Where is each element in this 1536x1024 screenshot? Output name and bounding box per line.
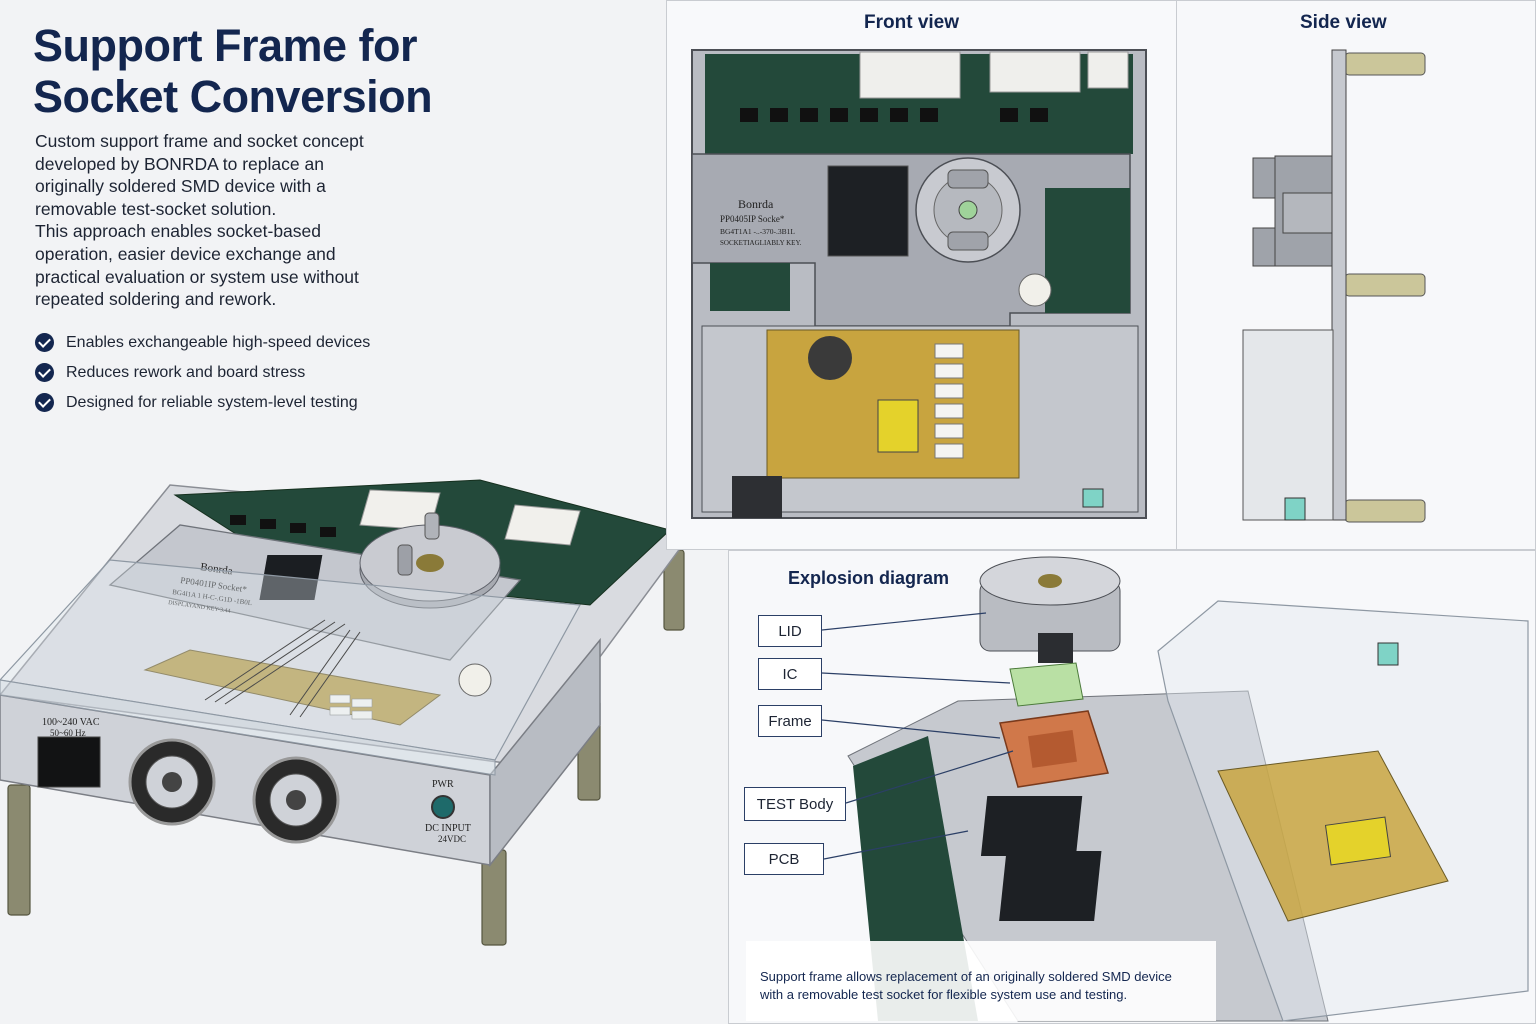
front-inlet xyxy=(732,476,782,518)
title-line-2: Socket Conversion xyxy=(33,71,433,122)
side-post-1 xyxy=(1344,52,1426,76)
front-chip-row xyxy=(740,108,1048,122)
label-frame: Frame xyxy=(758,705,822,737)
intro-line: Custom support frame and socket concept xyxy=(35,131,364,151)
side-view-drawing xyxy=(1242,49,1426,523)
cover-front xyxy=(0,679,496,776)
label-lid: LID xyxy=(758,615,822,647)
power-rating-1: 100~240 VAC xyxy=(42,717,100,728)
intro-line: removable test-socket solution. xyxy=(35,198,277,219)
bullet-item: Designed for reliable system-level testi… xyxy=(35,393,358,412)
front-socket-lid xyxy=(915,157,1021,263)
bullet-text: Designed for reliable system-level testi… xyxy=(66,393,358,411)
explosion-ic xyxy=(1009,662,1084,707)
power-button xyxy=(431,795,455,819)
check-circle-icon xyxy=(35,363,54,382)
explosion-lid xyxy=(979,556,1121,663)
label-ic: IC xyxy=(758,658,822,690)
bullet-item: Reduces rework and board stress xyxy=(35,363,305,382)
front-capacitor xyxy=(1018,273,1052,307)
front-view-title: Front view xyxy=(864,12,960,33)
connector-blocks xyxy=(359,489,581,546)
front-ic-pocket xyxy=(827,165,909,257)
front-plate-text-4: SOCKETIAGLIABLY KEY. xyxy=(720,239,802,247)
title-line-1: Support Frame for xyxy=(33,20,418,71)
front-plate-text-3: BG4T1A1 -..-370-.3B1L xyxy=(720,227,795,236)
side-post-3 xyxy=(1344,499,1426,523)
intro-line: practical evaluation or system use witho… xyxy=(35,266,359,287)
side-view-title: Side view xyxy=(1300,12,1387,33)
caption-line: Support frame allows replacement of an o… xyxy=(760,969,1172,984)
front-transformer xyxy=(877,399,919,453)
page-title: Support Frame for Socket Conversion xyxy=(33,20,433,122)
bullet-item: Enables exchangeable high-speed devices xyxy=(35,333,370,352)
side-indicator xyxy=(1284,497,1306,521)
check-circle-icon xyxy=(35,333,54,352)
power-rating-2: 50~60 Hz xyxy=(50,728,86,738)
fan-right xyxy=(252,756,340,844)
explosion-transformer xyxy=(1324,816,1392,866)
explosion-ic-pocket-2 xyxy=(999,851,1102,921)
iso-plate-text-1: Bonrda xyxy=(200,561,234,577)
intro-paragraph: Custom support frame and socket concept … xyxy=(35,130,435,311)
side-lower-cover xyxy=(1242,329,1334,521)
side-panel xyxy=(489,637,601,868)
socket-lid-iso xyxy=(359,512,501,609)
dc-input-1: DC INPUT xyxy=(425,823,471,834)
intro-line: This approach enables socket-based xyxy=(35,221,322,242)
bullet-text: Reduces rework and board stress xyxy=(66,363,306,381)
isometric-assembly-view: Bonrda PP0401IP Socket* BG4I1A 1 H-C-.G1… xyxy=(0,479,692,946)
spring-pin-rows xyxy=(204,619,361,718)
power-board-components xyxy=(329,694,373,720)
intro-line: operation, easier device exchange and xyxy=(35,243,336,264)
capacitor-top xyxy=(458,663,492,697)
front-plate-text-2: PP0405IP Socke* xyxy=(720,214,785,224)
fan-left xyxy=(128,738,216,826)
explosion-title: Explosion diagram xyxy=(788,568,950,588)
pwr-label: PWR xyxy=(432,779,454,790)
explosion-ic-pocket-1 xyxy=(980,796,1083,856)
side-frame xyxy=(1331,49,1347,521)
explosion-caption: Support frame allows replacement of an o… xyxy=(760,968,1210,1004)
explosion-indicator xyxy=(1377,642,1399,666)
front-plate-text-1: Bonrda xyxy=(738,197,774,211)
front-inductor xyxy=(808,336,852,380)
support-legs xyxy=(7,549,685,946)
intro-line: repeated soldering and rework. xyxy=(35,289,277,310)
check-circle-icon xyxy=(35,393,54,412)
explosion-drawing xyxy=(746,556,1529,1022)
bullet-text: Enables exchangeable high-speed devices xyxy=(66,333,371,351)
front-resistor-stack xyxy=(934,343,964,459)
front-left-pcb xyxy=(710,263,790,311)
label-test-body: TEST Body xyxy=(744,787,846,821)
side-post-2 xyxy=(1344,273,1426,297)
intro-line: originally soldered SMD device with a xyxy=(35,176,326,197)
dc-input-2: 24VDC xyxy=(438,834,466,844)
caption-line: with a removable test socket for flexibl… xyxy=(760,987,1128,1002)
explosion-frame-pocket xyxy=(1027,729,1078,768)
explosion-leader-lines xyxy=(821,612,1014,860)
label-pcb: PCB xyxy=(744,843,824,875)
side-socket-stack xyxy=(1252,155,1333,267)
iec-power-inlet xyxy=(37,736,101,788)
front-connectors xyxy=(859,51,1129,99)
explosion-caption-box xyxy=(746,941,1216,1021)
front-view-drawing: Bonrda PP0405IP Socke* BG4T1A1 -..-370-.… xyxy=(691,49,1147,519)
front-right-pcb xyxy=(1045,188,1130,313)
front-indicator xyxy=(1082,488,1104,508)
intro-line: developed by BONRDA to replace an xyxy=(35,153,324,174)
